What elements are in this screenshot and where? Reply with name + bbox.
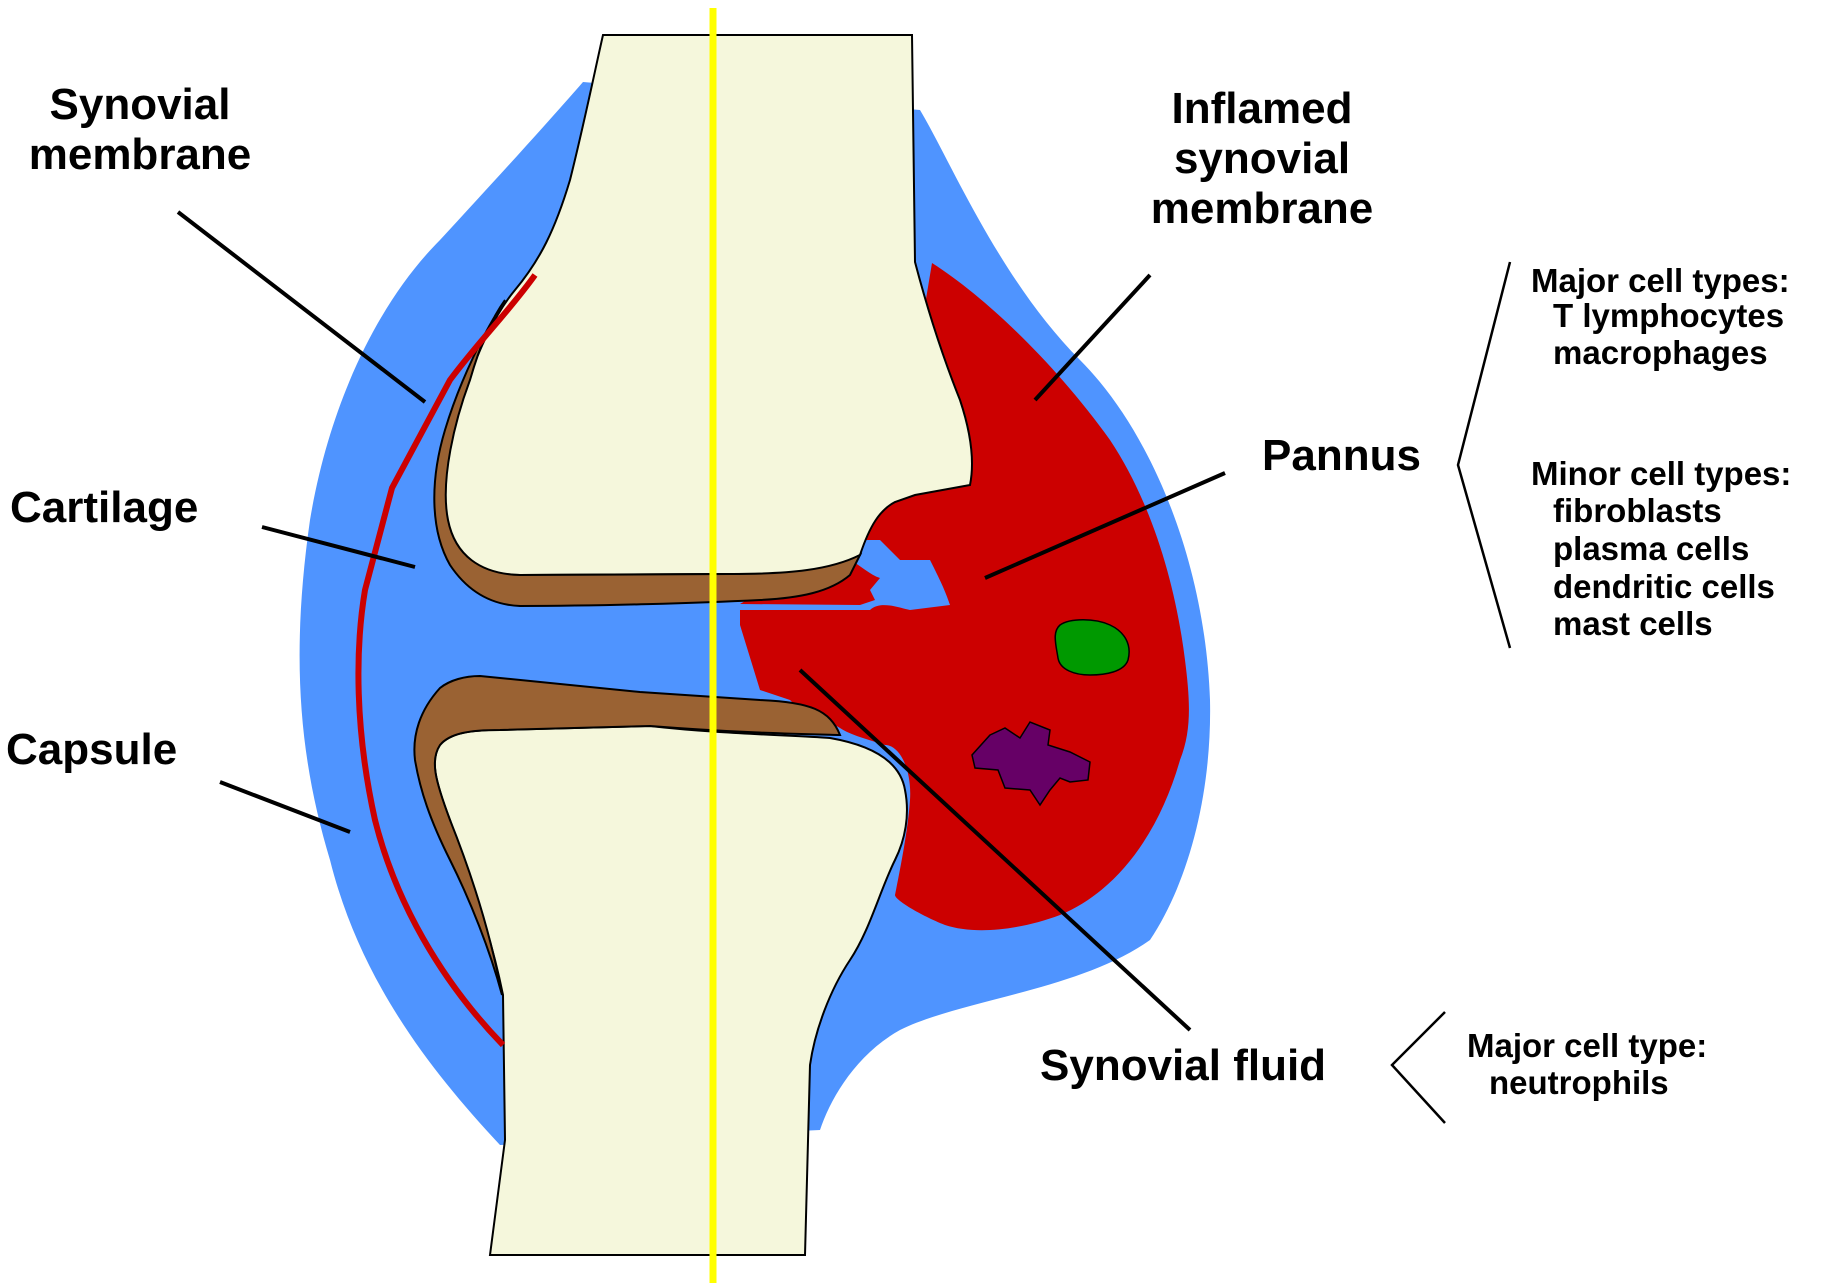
label-pannus: Pannus [1262, 431, 1421, 480]
fluid-bracket [1392, 1012, 1445, 1123]
pannus-major-item: macrophages [1553, 334, 1768, 371]
label-inflamed-line2: synovial [1174, 134, 1350, 183]
label-synovial-fluid: Synovial fluid [1040, 1041, 1326, 1090]
pannus-minor-item: plasma cells [1553, 530, 1749, 567]
pannus-minor-item: fibroblasts [1553, 492, 1722, 529]
upper-bone [436, 35, 972, 575]
label-capsule: Capsule [6, 725, 177, 774]
label-cartilage: Cartilage [10, 483, 198, 532]
fluid-heading: Major cell type: [1467, 1027, 1707, 1064]
fluid-item: neutrophils [1489, 1064, 1669, 1101]
pannus-bracket [1458, 262, 1510, 648]
pannus-minor-item: mast cells [1553, 605, 1713, 642]
pannus-minor-heading: Minor cell types: [1531, 455, 1791, 492]
label-synovial-membrane-line1: Synovial [50, 80, 231, 129]
label-inflamed-line1: Inflamed [1172, 84, 1353, 133]
label-inflamed-line3: membrane [1151, 184, 1374, 233]
pannus-minor-item: dendritic cells [1553, 568, 1775, 605]
label-synovial-membrane-line2: membrane [29, 130, 252, 179]
pannus-major-item: T lymphocytes [1553, 297, 1784, 334]
pannus-major-heading: Major cell types: [1531, 262, 1790, 299]
